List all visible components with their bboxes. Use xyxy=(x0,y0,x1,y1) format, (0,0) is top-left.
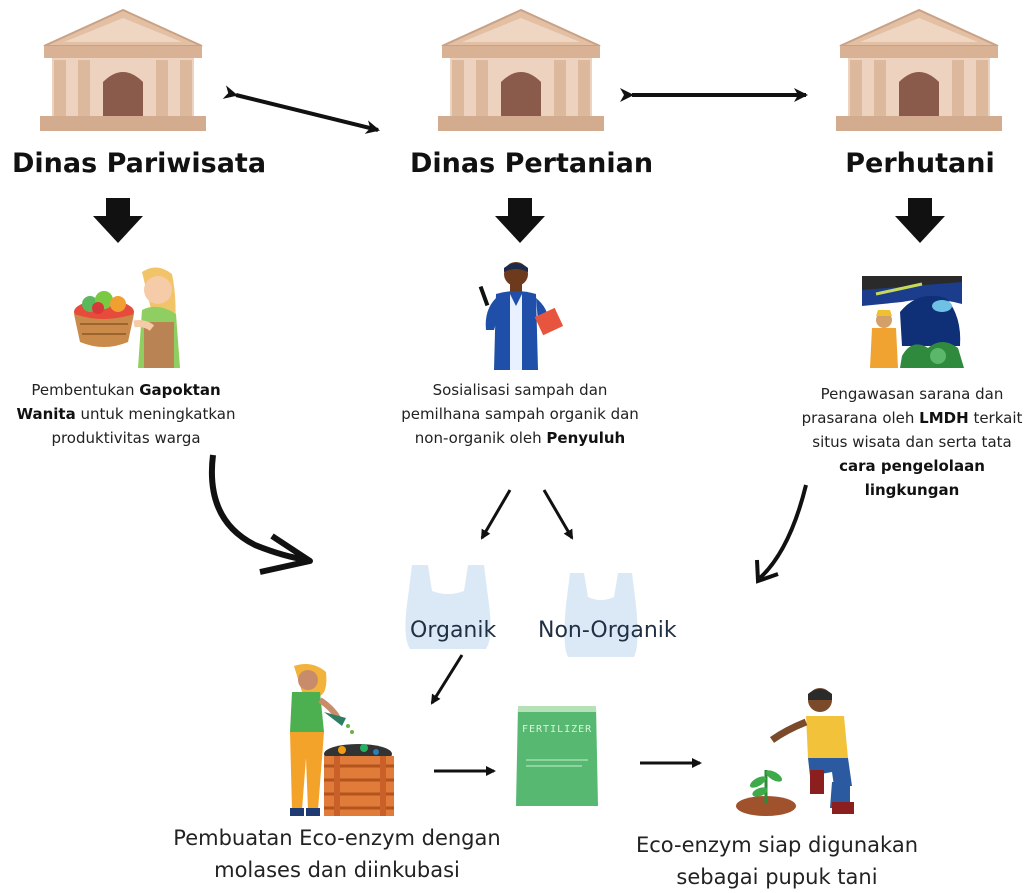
woman-basket-icon xyxy=(74,267,180,368)
double-arrow-pariwisata-pertanian xyxy=(222,85,380,134)
composting-woman-icon xyxy=(290,664,394,816)
down-arrow-1 xyxy=(93,198,143,243)
caption-eco-enzyme-ready: Eco-enzym siap digunakan sebagai pupuk t… xyxy=(635,833,919,889)
farmer-planting-icon xyxy=(736,688,854,816)
desc-pertanian: Sosialisasi sampah dan pemilhana sampah … xyxy=(401,381,639,447)
down-arrow-2 xyxy=(495,198,545,243)
heading-dinas-pertanian: Dinas Pertanian xyxy=(410,148,654,179)
desc-perhutani: Pengawasan sarana dan prasarana oleh LMD… xyxy=(801,385,1023,499)
heading-perhutani: Perhutani xyxy=(845,148,995,179)
label-organik: Organik xyxy=(410,618,497,643)
caption-eco-enzyme-making: Pembuatan Eco-enzym dengan molases dan d… xyxy=(173,826,501,882)
fertilizer-label: FERTILIZER xyxy=(522,724,593,735)
extension-officer-icon xyxy=(478,262,564,370)
non-organic-bag-icon xyxy=(564,573,638,657)
label-non-organik: Non-Organik xyxy=(538,618,677,643)
fertilizer-sack-icon: FERTILIZER xyxy=(512,702,602,810)
down-arrow-3 xyxy=(895,198,945,243)
heading-dinas-pariwisata: Dinas Pariwisata xyxy=(12,148,267,179)
desc-pariwisata: Pembentukan Gapoktan Wanita untuk mening… xyxy=(16,381,236,447)
organic-bag-icon xyxy=(405,565,491,649)
forest-supervision-icon xyxy=(862,276,964,368)
